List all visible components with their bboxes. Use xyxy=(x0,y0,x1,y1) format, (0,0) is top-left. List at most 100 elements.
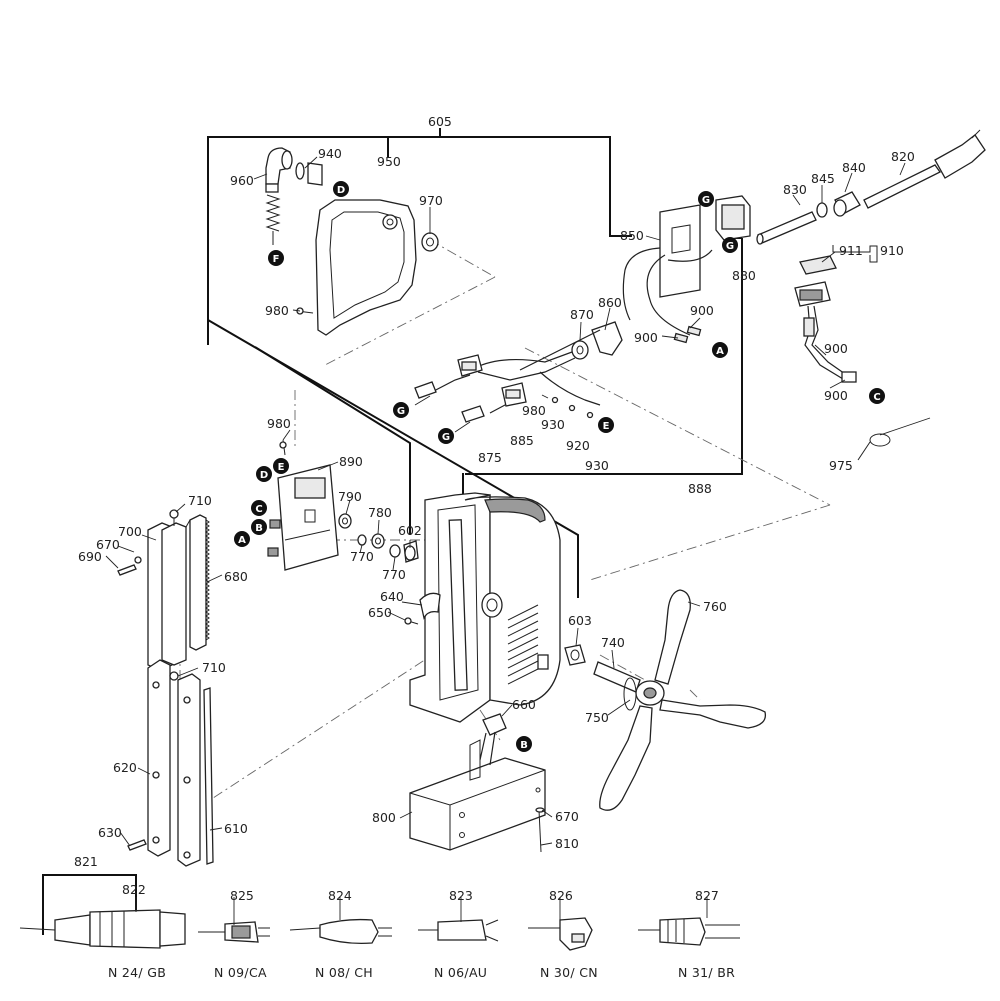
callout-640: 640 xyxy=(380,589,404,604)
cable-tie-975 xyxy=(857,433,891,461)
washer-770b xyxy=(389,544,401,558)
svg-text:D: D xyxy=(337,185,345,196)
callout-880: 880 xyxy=(732,268,756,283)
plug-label-ch: N 08/ CH xyxy=(315,965,373,980)
side-panel-950 xyxy=(315,199,417,336)
plug-827-br xyxy=(638,917,740,946)
svg-text:A: A xyxy=(716,346,724,357)
bush-603 xyxy=(564,644,586,666)
callout-910: 910 xyxy=(880,243,904,258)
callout-630: 630 xyxy=(98,825,122,840)
callout-790: 790 xyxy=(338,489,362,504)
svg-text:G: G xyxy=(442,432,450,443)
callout-810: 810 xyxy=(555,836,579,851)
motor-housing xyxy=(409,492,561,723)
callout-770-b: 770 xyxy=(382,567,406,582)
grommet-870 xyxy=(571,340,589,360)
power-cord-820 xyxy=(863,129,986,209)
marker-c-switch: C xyxy=(869,388,885,404)
plug-824-ch xyxy=(289,918,392,945)
washer-845 xyxy=(816,202,828,218)
callout-822: 822 xyxy=(122,882,146,897)
marker-b-pcb: B xyxy=(251,519,267,535)
elbow-fitting-960 xyxy=(265,147,293,193)
callout-820: 820 xyxy=(891,149,915,164)
callout-760: 760 xyxy=(703,599,727,614)
plug-822-gb xyxy=(19,909,186,949)
plug-variant-labels: N 24/ GB N 09/CA N 08/ CH N 06/AU N 30/ … xyxy=(108,965,735,980)
bush-602 xyxy=(403,540,419,563)
plug-825-ca xyxy=(198,921,270,943)
terminals-930 xyxy=(541,394,594,419)
callout-930-b: 930 xyxy=(585,458,609,473)
callout-825: 825 xyxy=(230,888,254,903)
socket-module-g xyxy=(715,195,751,241)
marker-a-harness: A xyxy=(712,342,728,358)
screw-710a xyxy=(169,509,179,526)
callout-900-harness: 900 xyxy=(634,330,658,345)
plug-826-cn xyxy=(528,917,593,951)
marker-g-socket-bottom: G xyxy=(722,237,738,253)
marker-e-pcb: E xyxy=(273,458,289,474)
assembly-lines xyxy=(179,239,831,801)
callout-680: 680 xyxy=(224,569,248,584)
callout-980-pcb: 980 xyxy=(267,416,291,431)
bracket-860 xyxy=(591,321,623,356)
marker-d-top: D xyxy=(333,181,349,197)
svg-text:E: E xyxy=(278,462,285,473)
plug-label-au: N 06/AU xyxy=(434,965,487,980)
wires-850 xyxy=(622,247,713,336)
callout-950: 950 xyxy=(377,154,401,169)
knob-780 xyxy=(371,533,385,549)
callout-660: 660 xyxy=(512,697,536,712)
terminal-g2 xyxy=(461,405,485,423)
connector-885 xyxy=(501,382,527,407)
svg-text:G: G xyxy=(397,406,405,417)
screw-710b xyxy=(169,671,179,681)
callout-710-bottom: 710 xyxy=(202,660,226,675)
connector-875a xyxy=(457,354,483,377)
svg-text:B: B xyxy=(520,740,528,751)
callout-750: 750 xyxy=(585,710,609,725)
callout-800: 800 xyxy=(372,810,396,825)
callout-885: 885 xyxy=(510,433,534,448)
callout-888: 888 xyxy=(688,481,712,496)
sleeve-830 xyxy=(756,211,817,245)
terminal-900a xyxy=(673,325,702,344)
callout-700: 700 xyxy=(118,524,142,539)
callout-900-switch-a: 900 xyxy=(824,341,848,356)
bracket-910 xyxy=(832,245,878,263)
callout-770-a: 770 xyxy=(350,549,374,564)
bracket-821 xyxy=(42,874,137,935)
rail-620 xyxy=(147,659,201,867)
callout-845: 845 xyxy=(811,171,835,186)
plug-660 xyxy=(479,713,507,766)
callout-823: 823 xyxy=(449,888,473,903)
callout-970: 970 xyxy=(419,193,443,208)
switch-wires-900 xyxy=(803,305,857,383)
spring-f xyxy=(265,194,281,245)
callout-826: 826 xyxy=(549,888,573,903)
screw-980c xyxy=(279,439,287,456)
screw-650 xyxy=(404,617,419,625)
marker-f: F xyxy=(268,250,284,266)
terminal-g1 xyxy=(414,381,437,399)
callout-900-socket: 900 xyxy=(690,303,714,318)
screw-810 xyxy=(535,807,545,853)
marker-g-harness-b: G xyxy=(438,428,454,444)
callout-975: 975 xyxy=(829,458,853,473)
plug-label-br: N 31/ BR xyxy=(678,965,735,980)
callout-850: 850 xyxy=(620,228,644,243)
callout-605: 605 xyxy=(428,114,452,129)
bush-790 xyxy=(338,513,352,529)
nut-970 xyxy=(421,232,439,252)
callout-930-a: 930 xyxy=(541,417,565,432)
svg-text:C: C xyxy=(255,504,262,515)
svg-text:G: G xyxy=(726,241,734,252)
callout-710-top: 710 xyxy=(188,493,212,508)
callout-980-harness: 980 xyxy=(522,403,546,418)
svg-text:C: C xyxy=(873,392,880,403)
callout-780: 780 xyxy=(368,505,392,520)
